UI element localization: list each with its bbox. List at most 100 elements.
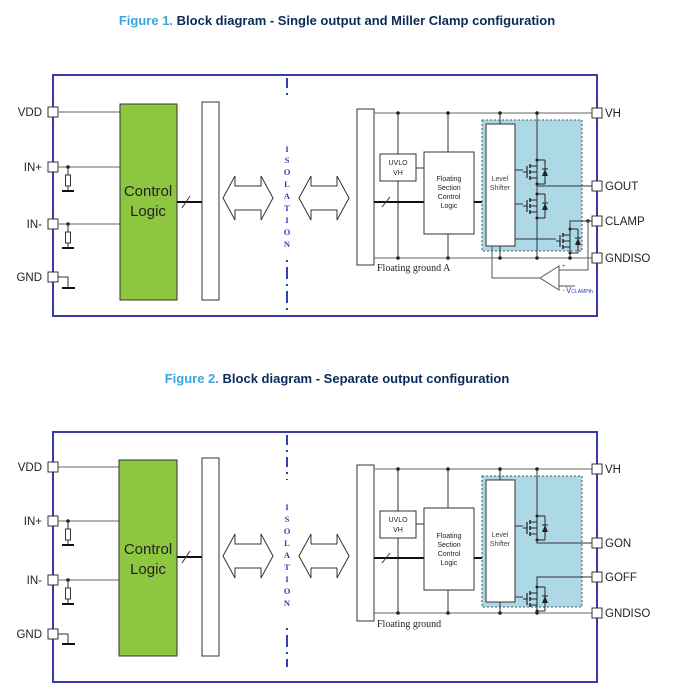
transmit-bus [201, 101, 220, 301]
figure-1-caption: Figure 1. Block diagram - Single output … [0, 13, 674, 28]
pin-in-minus: IN- [27, 574, 120, 605]
uvlo-vh-label: VH [393, 170, 403, 177]
uvlo-block [379, 510, 417, 539]
figure-2-diagram: VDD IN+ IN- GND Control Logic [16, 431, 650, 683]
double-arrow-icon [298, 175, 350, 221]
control-logic-label-2: Logic [130, 203, 166, 220]
control-logic-block [119, 103, 178, 301]
svg-text:T: T [284, 562, 290, 572]
svg-text:IN-: IN- [27, 575, 43, 587]
floating-control-block [423, 151, 475, 235]
control-logic-label-1: Control [124, 183, 172, 200]
svg-text:I: I [285, 215, 289, 225]
svg-text:Logic: Logic [441, 560, 458, 567]
figure-1-number: Figure 1. [118, 13, 174, 28]
svg-text:A: A [284, 191, 291, 201]
uvlo-block [379, 153, 417, 182]
resistor-icon [61, 166, 75, 192]
svg-text:S: S [285, 155, 290, 165]
svg-text:A: A [284, 550, 291, 560]
receive-bus [356, 464, 375, 622]
svg-text:Shifter: Shifter [490, 185, 511, 192]
figure-2-caption: Figure 2. Block diagram - Separate outpu… [0, 371, 674, 386]
svg-text:N: N [284, 239, 291, 249]
pin-in-plus: IN+ [24, 515, 120, 546]
figure-1-diagram: VDD IN+ IN- GND Control Logic [16, 74, 650, 317]
svg-text:Floating: Floating [437, 533, 462, 540]
floating-control-block [423, 507, 475, 591]
double-arrow-icon [298, 533, 350, 579]
svg-text:Control: Control [124, 541, 172, 558]
pin-gndiso: GNDISO [605, 253, 650, 265]
pin-in-plus: IN+ [24, 161, 120, 192]
svg-text:IN+: IN+ [24, 516, 43, 528]
svg-text:Level: Level [492, 176, 509, 183]
control-logic-block [118, 459, 178, 657]
pin-vdd: VDD [18, 461, 120, 474]
uvlo-label: UVLO [388, 160, 408, 167]
svg-text:−: − [562, 288, 566, 294]
svg-text:N: N [284, 598, 291, 608]
svg-text:Level: Level [492, 532, 509, 539]
svg-text:L: L [284, 538, 290, 548]
isolation-label: I S O L A T I O N [284, 502, 291, 608]
resistor-icon [61, 520, 75, 546]
isolation-label: I S O L A T I O N [284, 144, 291, 249]
figure-1-title: Block diagram - Single output and Miller… [176, 13, 556, 28]
pin-goff: GOFF [605, 572, 637, 584]
svg-text:VH: VH [393, 527, 403, 534]
pin-label: IN+ [24, 162, 43, 174]
level-shifter-block [485, 479, 516, 603]
svg-text:Section: Section [437, 185, 460, 192]
pin-vdd: VDD [18, 106, 120, 119]
svg-text:I: I [285, 502, 289, 512]
chip-frame [52, 431, 598, 683]
svg-text:UVLO: UVLO [388, 517, 408, 524]
svg-text:Logic: Logic [441, 203, 458, 210]
svg-text:Section: Section [437, 542, 460, 549]
double-arrow-icon [222, 533, 274, 579]
pin-vh: VH [605, 108, 621, 120]
pin-label: GND [16, 272, 42, 284]
svg-text:VDD: VDD [18, 462, 42, 474]
pin-gout: GOUT [605, 181, 638, 193]
svg-text:GND: GND [16, 629, 42, 641]
svg-text:O: O [284, 227, 291, 237]
level-shifter-block [485, 123, 516, 247]
pin-label: VDD [18, 107, 42, 119]
receive-bus [356, 108, 375, 266]
vclamp-threshold-label: VCLAMPth [566, 286, 593, 295]
svg-text:Control: Control [438, 551, 461, 558]
svg-text:Shifter: Shifter [490, 541, 511, 548]
resistor-icon [61, 223, 75, 249]
floating-ground-label: Floating ground A [377, 263, 451, 274]
svg-text:Logic: Logic [130, 561, 166, 578]
figure-2-title: Block diagram - Separate output configur… [222, 371, 510, 386]
comparator-icon [539, 265, 560, 291]
svg-text:S: S [285, 514, 290, 524]
svg-text:I: I [285, 574, 289, 584]
svg-text:Floating: Floating [437, 176, 462, 183]
pin-gndiso: GNDISO [605, 608, 650, 620]
pin-gon: GON [605, 538, 631, 550]
pin-clamp: CLAMP [605, 216, 645, 228]
svg-text:O: O [284, 167, 291, 177]
svg-text:L: L [284, 179, 290, 189]
double-arrow-icon [222, 175, 274, 221]
svg-text:+: + [562, 264, 566, 270]
pin-in-minus: IN- [27, 218, 120, 249]
resistor-icon [61, 579, 75, 605]
floating-ground-label: Floating ground [377, 619, 441, 630]
figure-2-number: Figure 2. [164, 371, 219, 386]
pin-vh: VH [605, 464, 621, 476]
svg-text:I: I [285, 144, 289, 154]
pin-gnd: GND [16, 271, 75, 289]
svg-text:Control: Control [438, 194, 461, 201]
svg-text:O: O [284, 586, 291, 596]
svg-text:T: T [284, 203, 290, 213]
pin-label: IN- [27, 219, 43, 231]
chip-frame [52, 74, 598, 317]
svg-text:O: O [284, 526, 291, 536]
pin-gnd: GND [16, 628, 75, 645]
